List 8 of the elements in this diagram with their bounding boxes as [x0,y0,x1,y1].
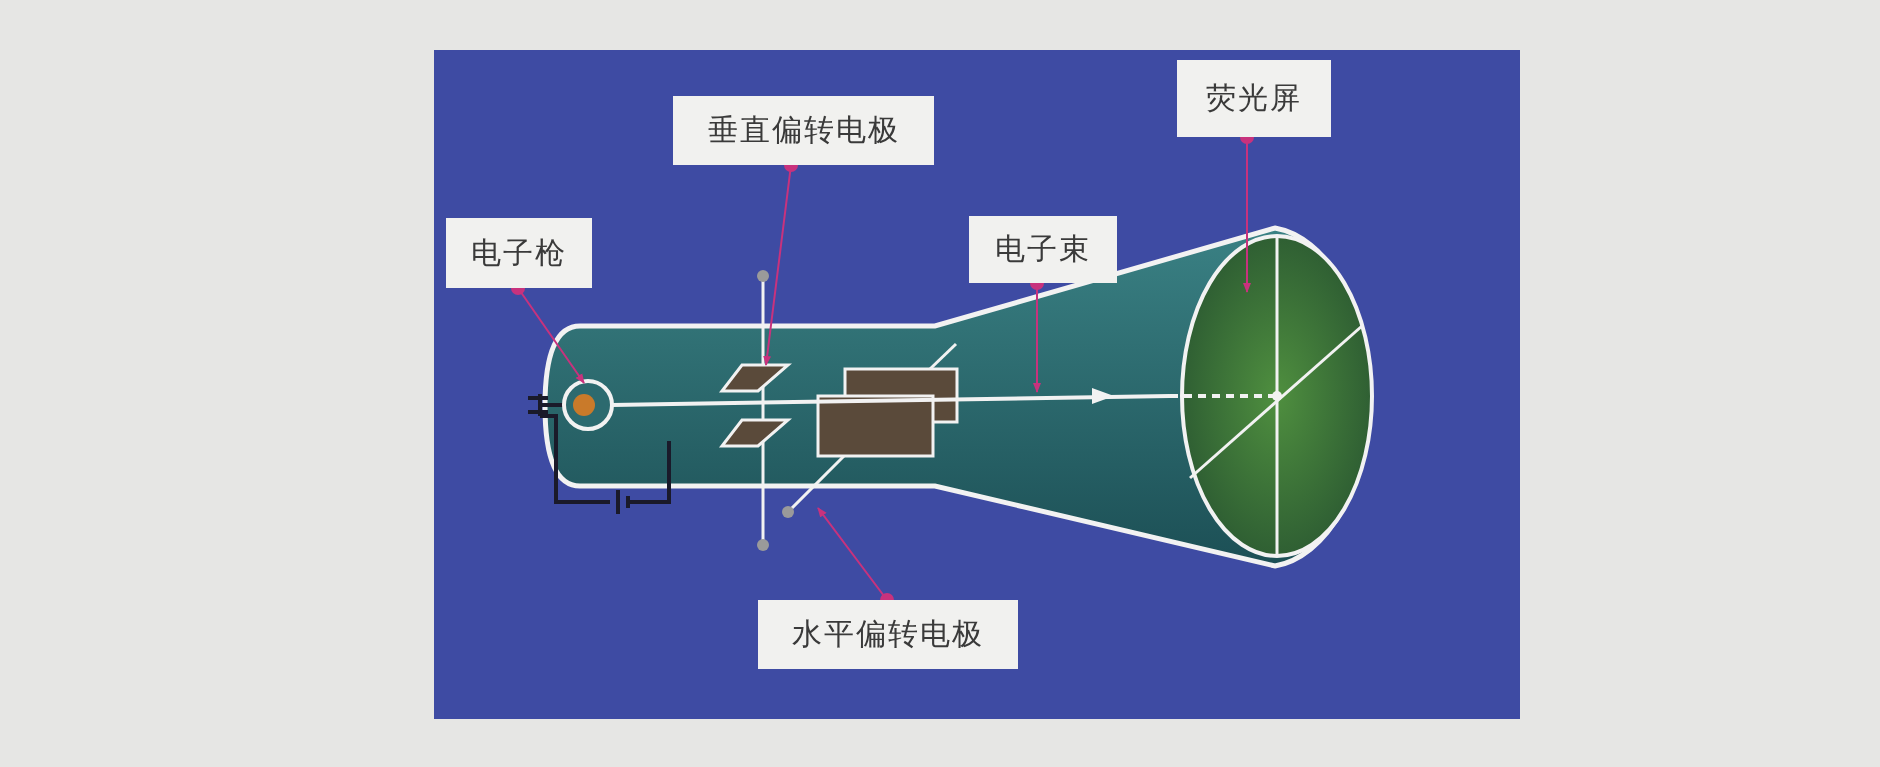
part-label: 电子束 [969,216,1117,283]
part-label: 荧光屏 [1177,60,1331,137]
fluorescent-screen-drawing [1180,234,1374,558]
horizontal-deflection-plates-drawing [782,342,959,518]
vertical-deflection-plates-drawing [718,270,793,551]
part-label: 水平偏转电极 [758,600,1018,669]
part-label: 垂直偏转电极 [673,96,934,165]
part-label: 电子枪 [446,218,592,288]
